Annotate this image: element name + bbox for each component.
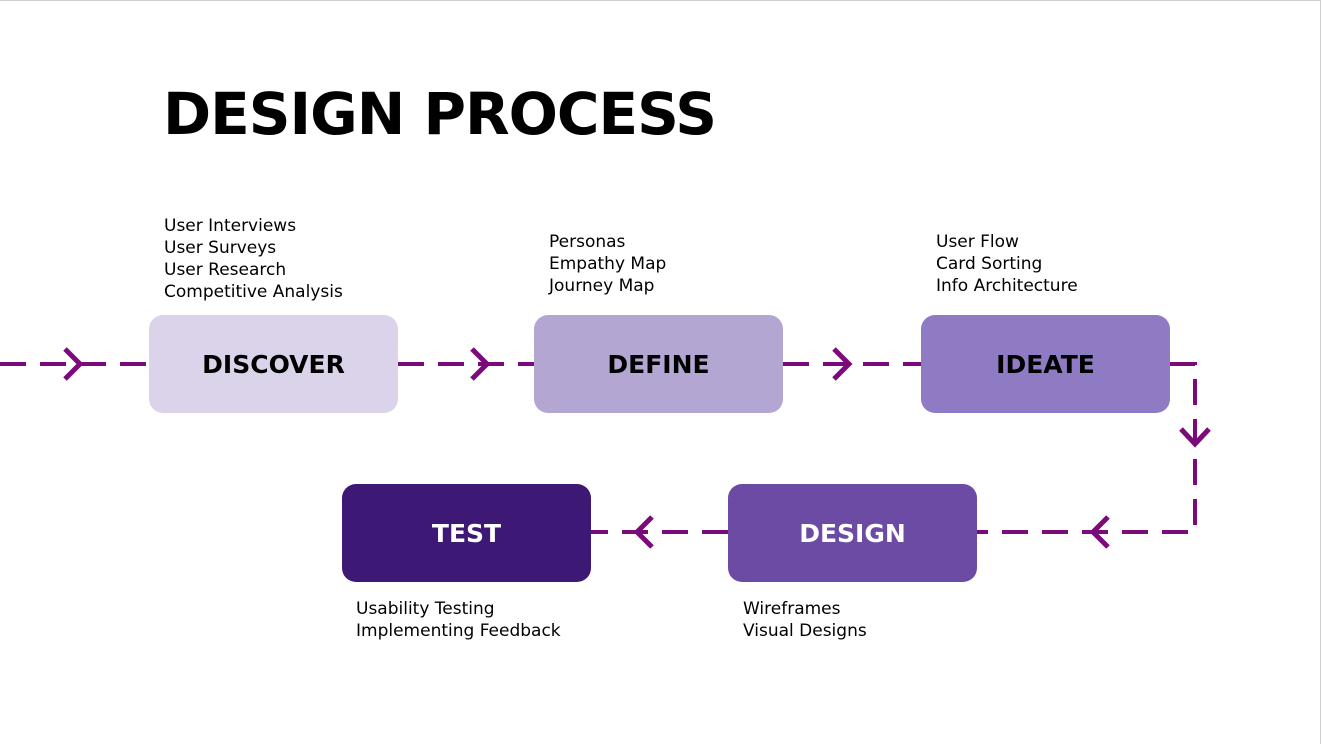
arrowhead-down-icon [1179, 427, 1211, 448]
stage-define-label: DEFINE [607, 349, 710, 379]
stage-ideate: IDEATE [921, 315, 1170, 413]
arrowhead-right-icon [832, 347, 853, 381]
note-item: Usability Testing [356, 599, 495, 619]
arrowhead-left-icon [1089, 515, 1110, 549]
stage-discover-label: DISCOVER [202, 349, 345, 379]
stage-design-label: DESIGN [799, 518, 906, 548]
note-item: User Surveys [164, 238, 277, 258]
stage-design: DESIGN [728, 484, 977, 582]
note-item: User Flow [936, 232, 1019, 252]
arrowhead-right-icon [63, 347, 84, 381]
stage-test-label: TEST [431, 518, 502, 548]
note-item: Empathy Map [549, 254, 667, 274]
arrowhead-right-icon [470, 347, 491, 381]
note-item: User Interviews [164, 216, 297, 236]
note-item: Journey Map [549, 276, 655, 296]
stage-test: TEST [342, 484, 591, 582]
note-item: Visual Designs [743, 621, 867, 641]
page-title: DESIGN PROCESS [163, 80, 717, 148]
note-item: Card Sorting [936, 254, 1043, 274]
ideate-notes: User Flow Card Sorting Info Architecture [936, 231, 1078, 297]
note-item: User Research [164, 260, 287, 280]
stage-discover: DISCOVER [149, 315, 398, 413]
note-item: Personas [549, 232, 626, 252]
define-notes: Personas Empathy Map Journey Map [549, 231, 666, 297]
design-notes: Wireframes Visual Designs [743, 598, 867, 642]
note-item: Info Architecture [936, 276, 1078, 296]
discover-notes: User Interviews User Surveys User Resear… [164, 215, 343, 303]
note-item: Competitive Analysis [164, 282, 343, 302]
arrowhead-left-icon [633, 515, 654, 549]
test-notes: Usability Testing Implementing Feedback [356, 598, 561, 642]
stage-ideate-label: IDEATE [996, 349, 1095, 379]
note-item: Wireframes [743, 599, 841, 619]
connector-ideate-design [977, 362, 1197, 534]
stage-define: DEFINE [534, 315, 783, 413]
note-item: Implementing Feedback [356, 621, 561, 641]
